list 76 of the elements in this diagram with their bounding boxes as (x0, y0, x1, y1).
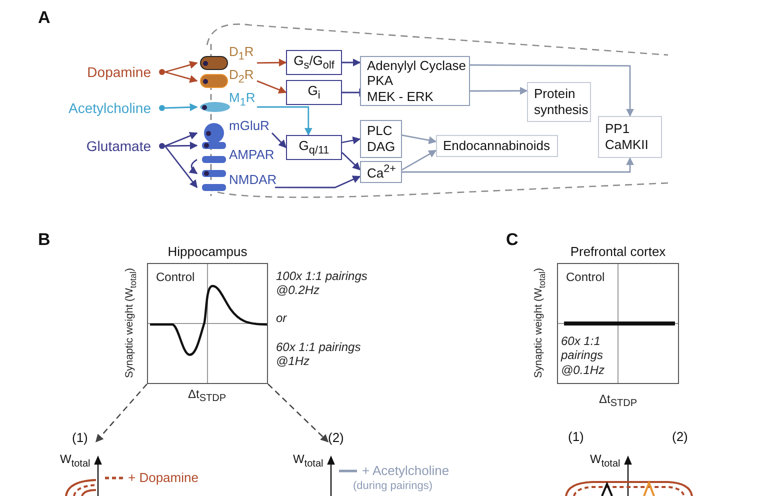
arrow (256, 80, 287, 94)
axis-label: W$_{total}$ (590, 452, 620, 470)
receptor-label: M$_{1}$R (229, 90, 256, 109)
ligand-label: Acetylcholine (68, 100, 151, 116)
box-label: Protein synthesis (534, 86, 588, 118)
plot-title: Hippocampus (168, 244, 248, 259)
arrow (470, 64, 634, 117)
panel-marker: (2) (328, 430, 344, 444)
ligand-label: Dopamine (87, 64, 151, 80)
box-label: G$_{q/11}$ (298, 138, 330, 158)
plot-title: Prefrontal cortex (570, 244, 666, 259)
axis-label: (2) (672, 429, 688, 444)
box-label: Endocannabinoids (443, 138, 550, 154)
process-box (360, 161, 402, 183)
arrow (272, 132, 287, 148)
process-box (360, 56, 470, 106)
panel-marker: (1) (72, 430, 88, 444)
panel-letter: A (38, 8, 50, 28)
plot-note: Control (156, 270, 195, 284)
receptor-label: mGluR (229, 118, 270, 133)
panel-letter: B (38, 230, 50, 250)
box-label: G$_{i}$ (308, 82, 320, 102)
arrow (470, 86, 528, 95)
arrow (342, 58, 361, 66)
box-label: PKA (367, 73, 394, 89)
arrow (268, 384, 329, 442)
axis-label: (1) (568, 429, 584, 444)
receptor-label: D$_{2}$R (229, 67, 254, 86)
box-label: Ca$^{2+}$ (367, 163, 396, 181)
plot-note: 60x 1:1 pairings @0.1Hz (561, 334, 606, 378)
arrow (164, 132, 198, 147)
arrow (164, 146, 198, 188)
legend-label: + Dopamine (128, 470, 198, 485)
box-label: PP1 (605, 121, 630, 137)
process-box (527, 82, 591, 122)
process-box (436, 135, 558, 157)
ligand-label: Glutamate (86, 138, 151, 154)
box-label: G$_{s}$/G$_{olf}$ (294, 52, 334, 72)
arrow (257, 106, 312, 136)
receptor-label: D$_{1}$R (229, 44, 254, 63)
arrow (342, 152, 361, 170)
panel-letter: C (506, 230, 518, 250)
box-label: MEK - ERK (367, 88, 434, 104)
arrow (402, 157, 634, 173)
axis-label: Δt$_{STDP}$ (188, 386, 226, 406)
process-box (286, 135, 342, 160)
receptor-label: AMPAR (229, 147, 274, 162)
axis-label: (during pairings) (353, 480, 432, 492)
arrow (402, 150, 437, 170)
box-label: PLC (367, 123, 392, 139)
legend-label: + Acetylcholine (362, 463, 450, 478)
axis-label: Δt$_{STDP}$ (598, 392, 638, 410)
arrow (164, 61, 198, 73)
plot-note: Control (566, 270, 605, 284)
box-label: CaMKII (605, 137, 648, 153)
arrow (188, 159, 198, 174)
process-box (286, 50, 342, 75)
protocol-note: 60x 1:1 pairings @1Hz (276, 340, 362, 369)
arrow (165, 142, 198, 150)
arrow (164, 103, 198, 112)
protocol-note: 100x 1:1 pairings @0.2Hz (276, 269, 368, 298)
receptor-label: NMDAR (229, 172, 277, 187)
arrow (164, 71, 198, 83)
arrow (275, 176, 361, 188)
protocol-note: or (276, 311, 287, 326)
axis-label: W$_{total}$ (60, 452, 90, 470)
arrow (342, 136, 361, 144)
box-label: Adenylyl Cyclase (367, 58, 466, 74)
arrow (95, 384, 148, 442)
axis-label: W$_{total}$ (293, 452, 324, 470)
arrow (257, 58, 287, 67)
process-box (598, 116, 662, 158)
process-box (286, 80, 342, 105)
process-box (360, 120, 402, 158)
arrow (402, 134, 437, 144)
box-label: DAG (367, 139, 396, 155)
